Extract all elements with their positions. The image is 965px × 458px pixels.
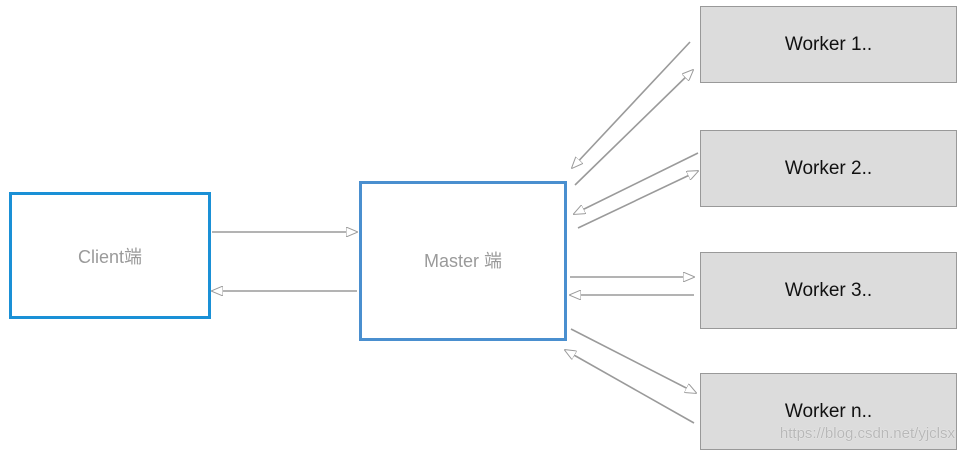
worker-label-1: Worker 1.. <box>784 33 873 55</box>
client-label: Client端 <box>77 246 143 267</box>
arrow-master-to-worker2 <box>577 171 698 229</box>
arrow-workern-to-master <box>565 350 695 424</box>
arrow-master-to-worker1 <box>574 70 693 186</box>
worker-node-3: Worker 3.. <box>700 252 957 329</box>
arrow-worker2-to-master <box>574 152 699 214</box>
watermark-text: https://blog.csdn.net/yjclsx <box>779 425 955 442</box>
worker-label-3: Worker 3.. <box>784 279 873 301</box>
worker-node-1: Worker 1.. <box>700 6 957 83</box>
worker-node-2: Worker 2.. <box>700 130 957 207</box>
master-label: Master 端 <box>423 251 502 271</box>
master-node: Master 端 <box>359 181 567 341</box>
arrow-master-to-workern <box>570 328 696 393</box>
worker-label-2: Worker 2.. <box>784 157 873 179</box>
worker-label-n: Worker n.. <box>784 400 873 422</box>
client-node: Client端 <box>9 192 211 319</box>
arrow-worker1-to-master <box>572 41 691 168</box>
worker-node-n: Worker n.. <box>700 373 957 450</box>
